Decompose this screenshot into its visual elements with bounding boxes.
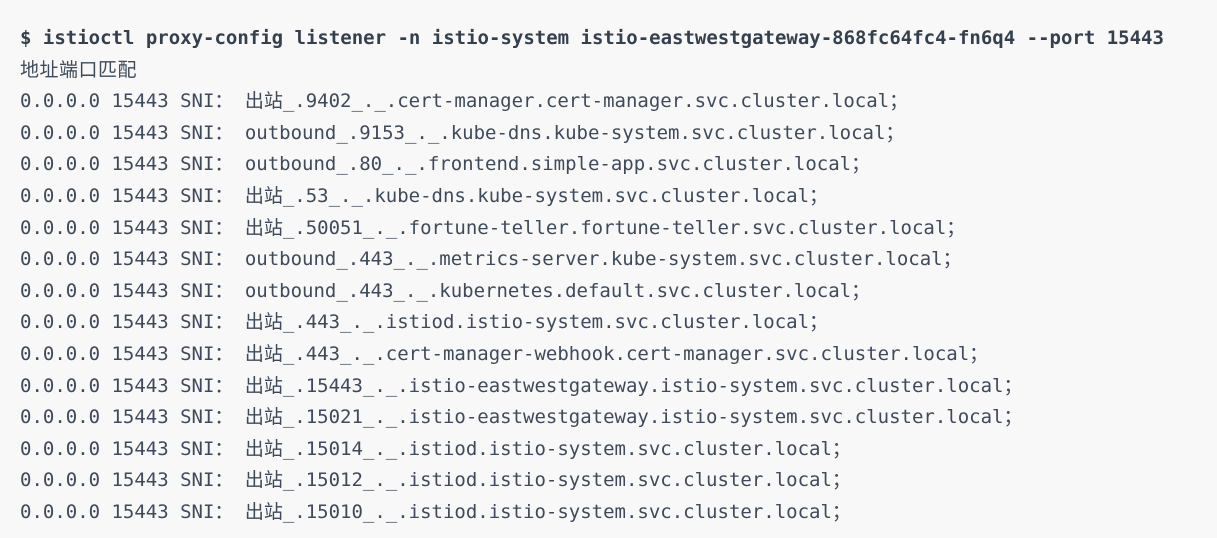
listener-row: 0.0.0.0 15443 SNI： 出站_.15010_._.istiod.i… — [20, 497, 1199, 529]
listener-port: 15443 — [111, 279, 169, 302]
listener-port: 15443 — [111, 184, 169, 207]
listener-address: 0.0.0.0 — [20, 500, 101, 523]
listener-match-sni: SNI： outbound_.9153_._.kube-dns.kube-sys… — [180, 121, 905, 144]
listener-row: 0.0.0.0 15443 SNI： 出站_.50051_._.fortune-… — [20, 213, 1199, 245]
listener-match-sni: SNI： 出站_.15012_._.istiod.istio-system.sv… — [180, 469, 851, 492]
listener-match-sni: SNI： 出站_.53_._.kube-dns.kube-system.svc.… — [180, 184, 829, 207]
listener-row: 0.0.0.0 15443 SNI： 出站_.15443_._.istio-ea… — [20, 371, 1199, 403]
listener-match-sni: SNI： 出站_.15010_._.istiod.istio-system.sv… — [180, 500, 851, 523]
listener-port: 15443 — [111, 153, 169, 176]
listener-address: 0.0.0.0 — [20, 216, 101, 239]
listener-address: 0.0.0.0 — [20, 279, 101, 302]
listener-address: 0.0.0.0 — [20, 469, 101, 492]
listener-port: 15443 — [111, 311, 169, 334]
listener-row: 0.0.0.0 15443 SNI： outbound_.80_._.front… — [20, 149, 1199, 181]
listener-port: 15443 — [111, 90, 169, 113]
listener-address: 0.0.0.0 — [20, 121, 101, 144]
listener-match-sni: SNI： 出站_.443_._.cert-manager-webhook.cer… — [180, 342, 989, 365]
listener-match-sni: SNI： 出站_.443_._.istiod.istio-system.svc.… — [180, 311, 829, 334]
listener-row: 0.0.0.0 15443 SNI： outbound_.9153_._.kub… — [20, 118, 1199, 150]
listener-port: 15443 — [111, 248, 169, 271]
command-line: $ istioctl proxy-config listener -n isti… — [20, 23, 1199, 55]
listener-match-sni: SNI： 出站_.50051_._.fortune-teller.fortune… — [180, 216, 966, 239]
listener-address: 0.0.0.0 — [20, 184, 101, 207]
listener-match-sni: SNI： 出站_.15014_._.istiod.istio-system.sv… — [180, 437, 851, 460]
listener-address: 0.0.0.0 — [20, 406, 101, 429]
listener-match-sni: SNI： outbound_.443_._.metrics-server.kub… — [180, 248, 962, 271]
listener-row: 0.0.0.0 15443 SNI： 出站_.15012_._.istiod.i… — [20, 465, 1199, 497]
output-columns-header: 地址端口匹配 — [20, 55, 1199, 87]
listener-row: 0.0.0.0 15443 SNI： 出站_.15014_._.istiod.i… — [20, 434, 1199, 466]
listener-match-sni: SNI： 出站_.15443_._.istio-eastwestgateway.… — [180, 374, 1023, 397]
listener-port: 15443 — [111, 216, 169, 239]
command-text: $ istioctl proxy-config listener -n isti… — [20, 27, 1164, 49]
listener-address: 0.0.0.0 — [20, 248, 101, 271]
listener-port: 15443 — [111, 500, 169, 523]
listener-port: 15443 — [111, 342, 169, 365]
listener-address: 0.0.0.0 — [20, 374, 101, 397]
listener-row: 0.0.0.0 15443 SNI： 出站_.15021_._.istio-ea… — [20, 402, 1199, 434]
listener-match-sni: SNI： outbound_.443_._.kubernetes.default… — [180, 279, 871, 302]
listener-port: 15443 — [111, 469, 169, 492]
listener-address: 0.0.0.0 — [20, 153, 101, 176]
listener-match-sni: SNI： 出站_.15021_._.istio-eastwestgateway.… — [180, 406, 1023, 429]
listener-address: 0.0.0.0 — [20, 311, 101, 334]
listener-match-sni: SNI： outbound_.80_._.frontend.simple-app… — [180, 153, 871, 176]
listener-row: 0.0.0.0 15443 SNI： 出站_.443_._.cert-manag… — [20, 339, 1199, 371]
listener-row: 0.0.0.0 15443 SNI： 出站_.9402_._.cert-mana… — [20, 86, 1199, 118]
listener-match-sni: SNI： 出站_.9402_._.cert-manager.cert-manag… — [180, 90, 909, 113]
listener-address: 0.0.0.0 — [20, 342, 101, 365]
listener-row: 0.0.0.0 15443 SNI： 出站_.53_._.kube-dns.ku… — [20, 181, 1199, 213]
listener-port: 15443 — [111, 437, 169, 460]
listener-port: 15443 — [111, 374, 169, 397]
columns-header-text: 地址端口匹配 — [20, 58, 138, 81]
listener-row: 0.0.0.0 15443 SNI： 出站_.443_._.istiod.ist… — [20, 307, 1199, 339]
listener-address: 0.0.0.0 — [20, 437, 101, 460]
listener-row: 0.0.0.0 15443 SNI： outbound_.443_._.metr… — [20, 244, 1199, 276]
listener-address: 0.0.0.0 — [20, 90, 101, 113]
listener-port: 15443 — [111, 406, 169, 429]
listener-row: 0.0.0.0 15443 SNI： outbound_.443_._.kube… — [20, 276, 1199, 308]
listener-port: 15443 — [111, 121, 169, 144]
